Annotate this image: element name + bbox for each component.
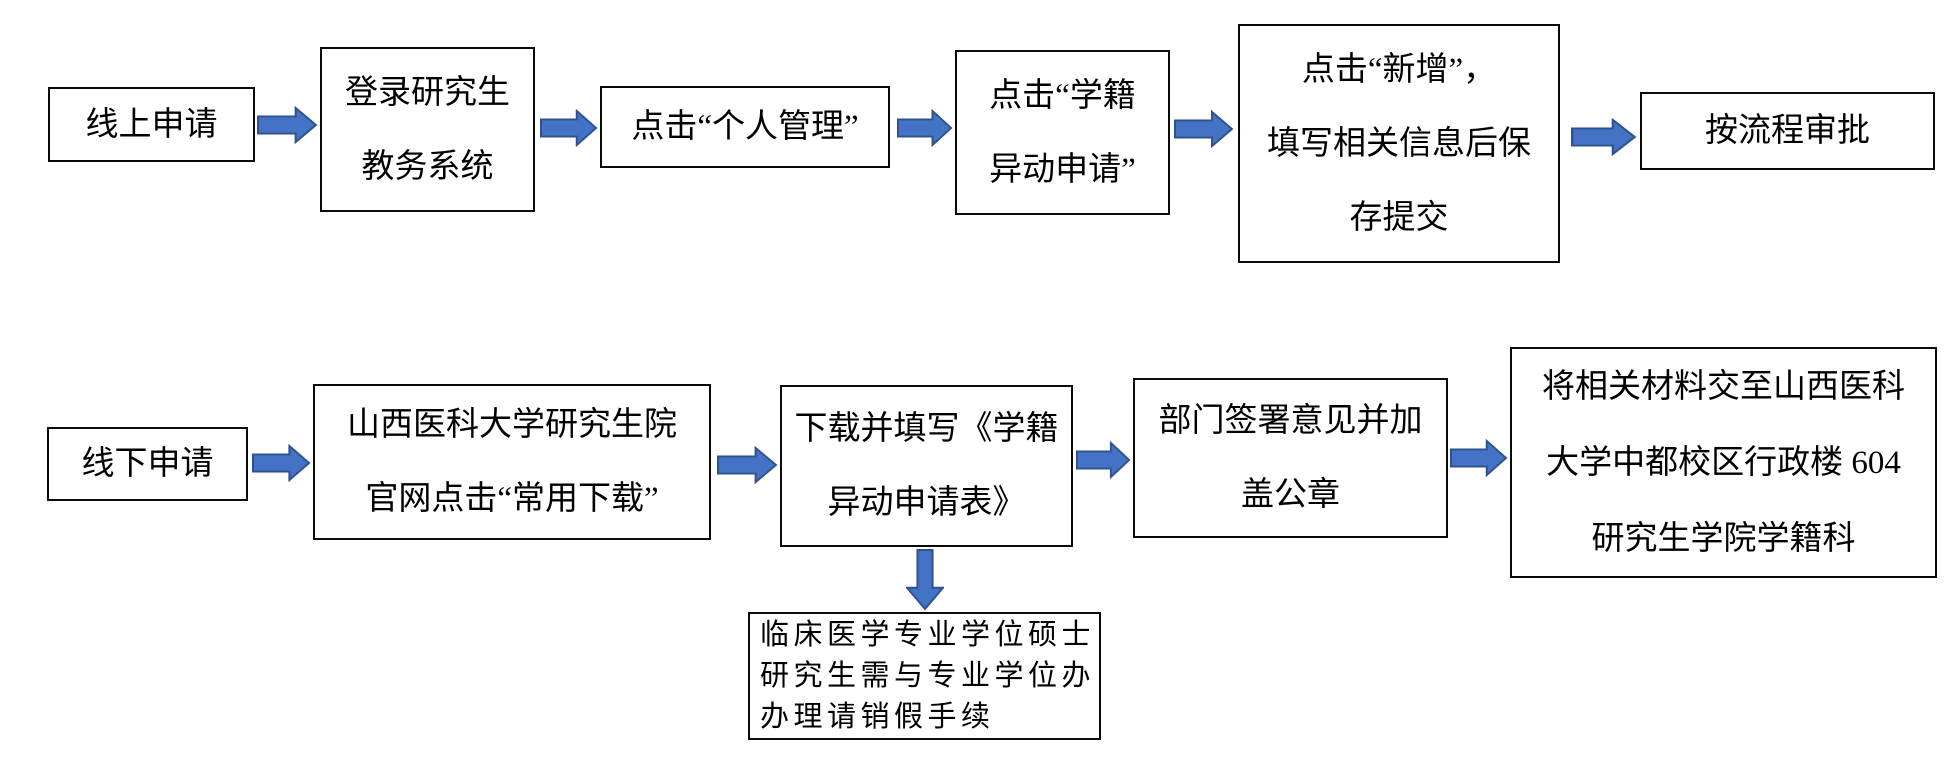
box-text-line: 研究生学院学籍科 bbox=[1591, 520, 1856, 557]
box-text-line: 异动申请” bbox=[989, 151, 1136, 188]
box-text-line: 盖公章 bbox=[1241, 477, 1340, 513]
offline-note-clinical-medicine-box: 临床医学专业学位硕士 研究生需与专业学位办 办理请销假手续 bbox=[748, 612, 1101, 740]
offline-step-department-seal-box: 部门签署意见并加 盖公章 bbox=[1133, 378, 1448, 538]
flow-arrow-right-icon bbox=[1571, 118, 1637, 156]
box-text-line: 教务系统 bbox=[361, 148, 494, 185]
online-step-login-box: 登录研究生 教务系统 bbox=[320, 47, 535, 212]
flow-arrow-right-icon bbox=[1174, 110, 1234, 148]
box-text-line: 线下申请 bbox=[81, 446, 214, 482]
box-text-line: 下载并填写《学籍 bbox=[794, 411, 1059, 447]
box-text-line: 山西医科大学研究生院 bbox=[347, 407, 677, 443]
box-text-line: 官网点击“常用下载” bbox=[365, 481, 659, 517]
box-text-line: 办理请销假手续 bbox=[760, 700, 995, 733]
online-step-personal-management-box: 点击“个人管理” bbox=[600, 86, 890, 168]
box-text-line: 点击“学籍 bbox=[989, 77, 1136, 114]
online-step-add-save-submit-box: 点击“新增”， 填写相关信息后保 存提交 bbox=[1238, 24, 1560, 263]
box-text-line: 填写相关信息后保 bbox=[1267, 125, 1531, 162]
flow-arrow-right-icon bbox=[252, 444, 311, 482]
box-text-line: 异动申请表》 bbox=[827, 485, 1026, 521]
flow-arrow-right-icon bbox=[257, 106, 318, 144]
online-step-apply-box: 线上申请 bbox=[48, 87, 255, 162]
box-text-line: 按流程审批 bbox=[1705, 113, 1870, 149]
flow-arrow-right-icon bbox=[540, 109, 598, 147]
box-text-line: 部门签署意见并加 bbox=[1158, 403, 1423, 439]
offline-step-website-download-box: 山西医科大学研究生院 官网点击“常用下载” bbox=[313, 384, 711, 540]
flow-arrow-right-icon bbox=[897, 109, 953, 147]
box-text-line: 研究生需与专业学位办 bbox=[760, 659, 1096, 692]
box-text-line: 将相关材料交至山西医科 bbox=[1542, 368, 1905, 405]
box-text-line: 点击“新增”， bbox=[1301, 51, 1497, 88]
flow-arrow-right-icon bbox=[1076, 441, 1131, 479]
flow-arrow-down-icon bbox=[906, 549, 944, 611]
box-text-line: 大学中都校区行政楼 604 bbox=[1546, 444, 1901, 481]
offline-step-submit-materials-box: 将相关材料交至山西医科 大学中都校区行政楼 604 研究生学院学籍科 bbox=[1510, 347, 1937, 578]
online-step-approval-box: 按流程审批 bbox=[1640, 92, 1935, 170]
box-text-line: 临床医学专业学位硕士 bbox=[760, 618, 1096, 651]
box-text-line: 登录研究生 bbox=[345, 74, 510, 111]
online-step-status-change-box: 点击“学籍 异动申请” bbox=[955, 50, 1170, 215]
offline-step-apply-box: 线下申请 bbox=[47, 427, 248, 501]
offline-step-fill-form-box: 下载并填写《学籍 异动申请表》 bbox=[780, 385, 1073, 547]
box-text-line: 存提交 bbox=[1349, 199, 1449, 236]
flow-arrow-right-icon bbox=[717, 446, 778, 484]
box-text-line: 点击“个人管理” bbox=[631, 109, 859, 145]
flow-arrow-right-icon bbox=[1450, 439, 1508, 477]
box-text-line: 线上申请 bbox=[85, 106, 218, 143]
